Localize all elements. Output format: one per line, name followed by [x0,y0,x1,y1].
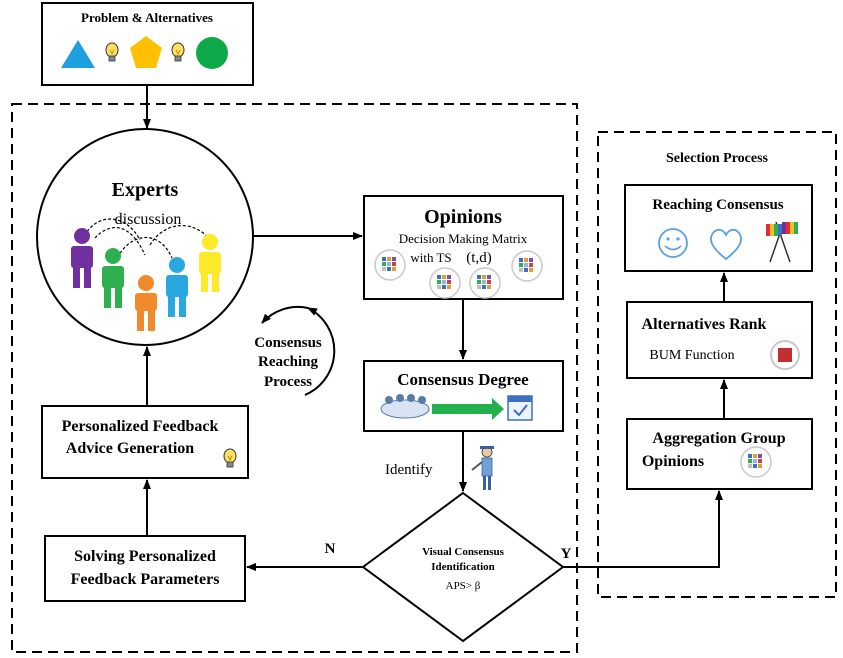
inspector-icon [471,446,494,490]
selection-title: Selection Process [666,151,769,166]
opinions-line1: Decision Making Matrix [399,231,528,246]
advice-line1: Personalized Feedback [62,418,219,435]
opinions-title: Opinions [424,206,502,228]
aggregation-node: Aggregation Group Opinions [626,418,813,490]
matrix-icon [740,446,772,478]
alternatives-rank-node: Alternatives Rank BUM Function [626,301,813,379]
aggregation-line1: Aggregation Group [652,430,785,447]
arrow-decision-yes [563,490,723,568]
identify-label: Identify [385,462,433,478]
problem-alternatives-node: Problem & Alternatives [41,2,254,86]
progress-arrow [432,398,504,420]
matrix-icon [511,250,543,282]
crp-line2: Reaching [258,354,319,370]
solving-line1: Solving Personalized [74,548,216,565]
meeting-icon [380,394,430,419]
advice-line2: Advice Generation [66,440,195,457]
selection-process-container [597,131,837,598]
bum-function-icon [770,340,800,370]
consensus-degree-node: Consensus Degree [363,360,564,432]
rank-subtitle: BUM Function [649,348,734,363]
matrix-icon [469,267,501,299]
problem-title: Problem & Alternatives [81,10,213,25]
experts-node: Experts discussion [36,128,254,346]
crp-line3: Process [264,374,312,390]
crp-line1: Consensus [254,335,322,351]
people-icon [71,218,221,331]
matrix-icon [429,267,461,299]
branch-yes-label: Y [561,546,572,562]
opinions-ts-tuple: (t,d) [466,250,491,266]
visual-consensus-decision: Visual Consensus Identification APS> β [361,491,565,643]
consensus-degree-title: Consensus Degree [397,370,529,389]
flags-icon [766,221,798,263]
heart-icon [710,228,742,261]
opinions-node: Opinions Decision Making Matrix with TS … [363,195,564,300]
feedback-advice-node: Personalized Feedback Advice Generation [41,405,249,479]
pentagon-shape [130,36,162,68]
opinions-line2: with TS [410,250,451,265]
aggregation-line2: Opinions [642,453,704,470]
matrix-icon [374,249,406,281]
solving-parameters-node: Solving Personalized Feedback Parameters [44,535,246,602]
reaching-title: Reaching Consensus [652,197,783,213]
experts-discussion: discussion [115,211,182,228]
crp-loop: Consensus Reaching Process [254,305,336,396]
triangle-shape [61,40,95,68]
decision-line3: APS> β [446,580,481,592]
smiley-icon [658,228,688,258]
solving-line2: Feedback Parameters [71,571,220,588]
reaching-consensus-node: Reaching Consensus [624,184,813,272]
experts-title: Experts [112,179,179,201]
calendar-icon [507,395,533,421]
branch-no-label: N [325,541,336,557]
circle-shape [196,37,228,69]
decision-line1: Visual Consensus [422,546,505,558]
consensus-reaching-container [11,103,578,653]
decision-line2: Identification [431,561,495,573]
rank-title: Alternatives Rank [642,316,767,333]
